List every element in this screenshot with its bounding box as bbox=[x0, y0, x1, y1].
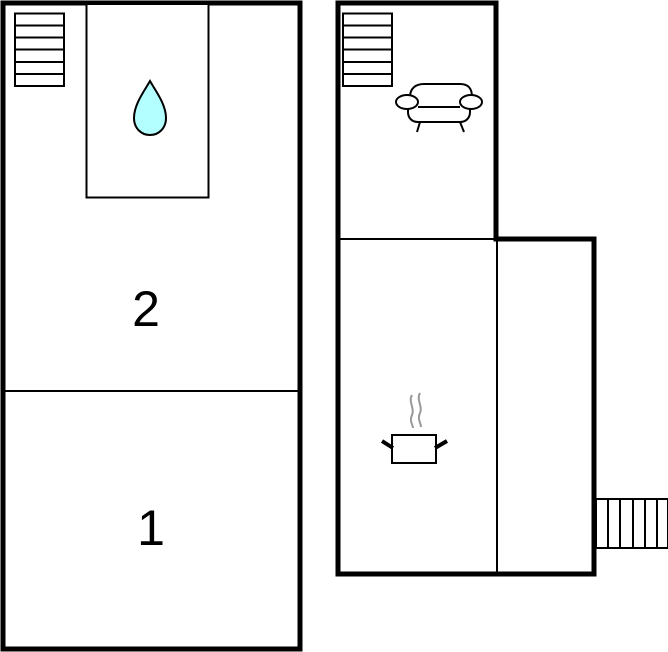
right-building-outline bbox=[335, 0, 597, 577]
sofa-icon bbox=[395, 83, 483, 133]
entrance-steps-icon bbox=[595, 498, 668, 549]
stairs-icon bbox=[342, 12, 393, 87]
right-building bbox=[335, 0, 597, 577]
room-label-2: 2 bbox=[132, 281, 160, 337]
cooking-pot-icon bbox=[380, 392, 449, 464]
stairs-icon bbox=[14, 12, 65, 87]
left-building: 2 1 bbox=[0, 0, 303, 652]
water-drop-icon bbox=[132, 78, 168, 137]
room-label-1: 1 bbox=[137, 500, 165, 556]
